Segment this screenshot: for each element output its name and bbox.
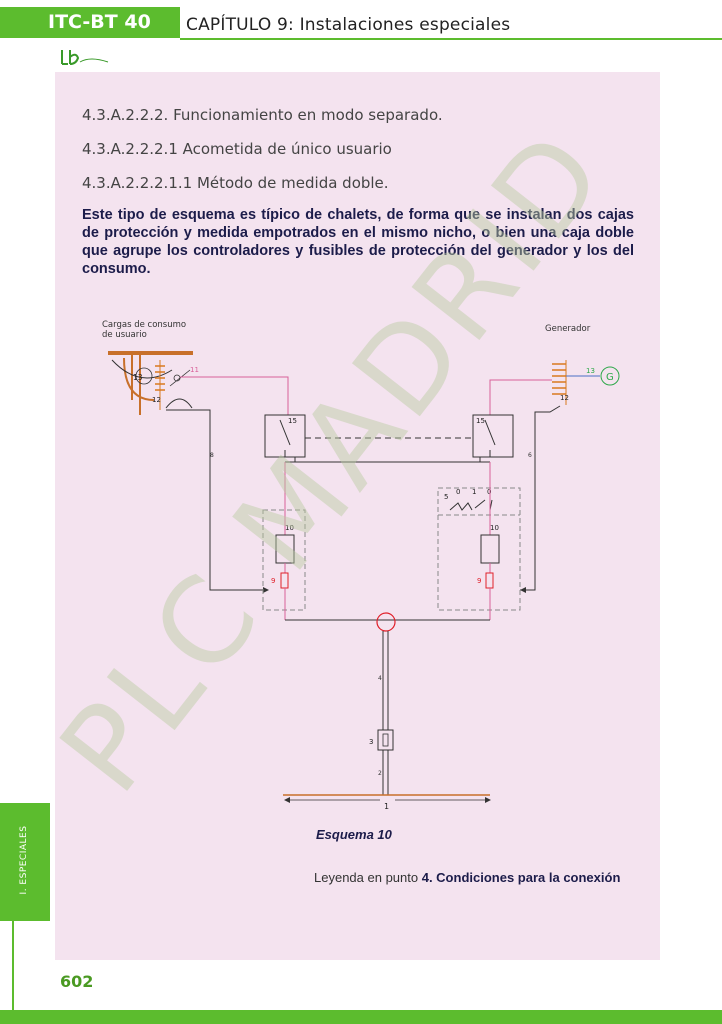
label-13-right: 13 [586, 367, 595, 375]
label-loads-2: de usuario [102, 330, 147, 340]
publisher-logo-icon [61, 50, 109, 65]
label-9-left: 9 [271, 577, 275, 585]
header-tab-label: ITC-BT 40 [48, 11, 151, 33]
diagram-caption: Esquema 10 [316, 827, 392, 842]
heading-level-3: 4.3.A.2.2.2.1.1 Método de medida doble. [82, 174, 389, 192]
label-13-left: 13 [133, 373, 143, 382]
switch-box-right [472, 414, 514, 458]
chapter-title: CAPÍTULO 9: Instalaciones especiales [186, 15, 511, 35]
label-2: 2 [378, 770, 382, 777]
legend-prefix: Leyenda en punto [314, 870, 422, 885]
header-rule [180, 38, 722, 40]
side-tab-label: I. ESPECIALES [19, 825, 29, 895]
meter-box-right [437, 487, 521, 611]
legend-note: Leyenda en punto 4. Condiciones para la … [314, 870, 620, 885]
label-0a: 0 [456, 488, 460, 496]
label-4: 4 [378, 675, 382, 682]
generator-icon [600, 366, 620, 386]
page-number: 602 [60, 972, 94, 991]
label-0b: 0 [487, 488, 491, 496]
footer-bar [0, 1010, 722, 1024]
label-1-bottom: 1 [384, 802, 389, 811]
label-5: 5 [444, 493, 448, 501]
legend-reference: 4. Condiciones para la conexión [421, 870, 621, 885]
label-15-left: 15 [288, 417, 297, 425]
side-rule [12, 921, 14, 1016]
label-generator: Generador [545, 324, 591, 334]
label-8-left: 8 [210, 452, 214, 459]
label-12-right: 12 [560, 394, 569, 402]
heading-level-2: 4.3.A.2.2.2.1 Acometida de único usuario [82, 140, 392, 158]
generator-symbol: G [606, 372, 614, 383]
meter-box-left [262, 509, 306, 611]
label-3: 3 [369, 738, 373, 746]
label-10-right: 10 [490, 524, 499, 532]
busbar-left [108, 351, 193, 355]
fuse-box [377, 729, 394, 751]
content-panel [55, 72, 660, 960]
wiring-diagram: Cargas de consumo de usuario 13 12 11 8 … [102, 320, 620, 811]
label-11: 11 [190, 366, 199, 374]
header-tab: ITC-BT 40 [0, 7, 180, 38]
label-15-right: 15 [476, 417, 485, 425]
label-10-left: 10 [285, 524, 294, 532]
label-12-left: 12 [152, 396, 161, 404]
label-loads: Cargas de consumo [102, 320, 186, 330]
label-9-right: 9 [477, 577, 481, 585]
label-6-right: 6 [528, 452, 532, 459]
body-paragraph: Este tipo de esquema es típico de chalet… [82, 207, 634, 277]
junction-marker [376, 612, 396, 632]
label-1: 1 [472, 488, 476, 496]
heading-level-1: 4.3.A.2.2.2. Funcionamiento en modo sepa… [82, 106, 443, 124]
side-tab [0, 803, 50, 921]
